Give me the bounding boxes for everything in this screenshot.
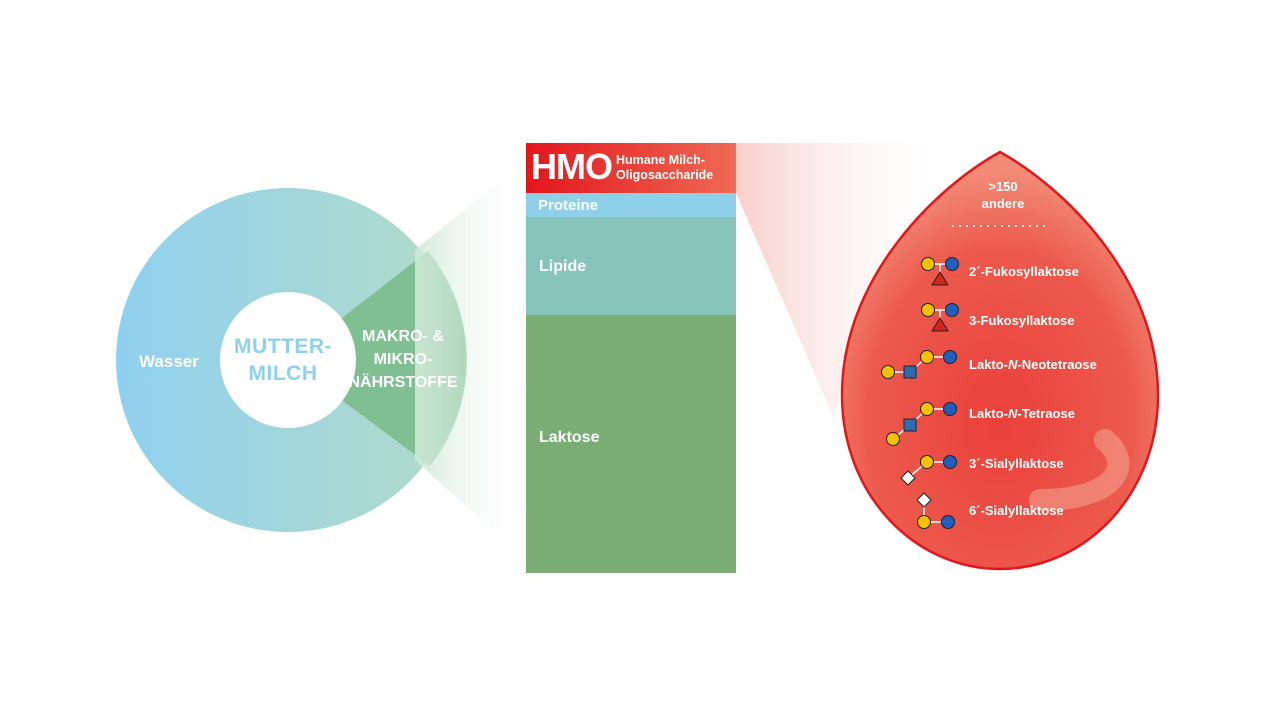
hmo-name-2-fukosyllaktose: 2´-Fukosyllaktose [969,264,1079,279]
glcnac-icon [903,418,917,432]
sialic-acid-icon [916,492,932,508]
bar-label-lipide: Lipide [539,258,587,275]
glycan-lakto-n-tetraose [886,402,957,446]
hmo-name-prefix: Lakto- [969,406,1008,421]
hmo-full-name-line1: Humane Milch- [616,153,705,167]
glycan-3-fukosyllaktose [921,303,959,332]
glycan-lakto-n-neotetraose [881,350,957,379]
bar-label-laktose: Laktose [539,429,600,446]
glucose-icon [941,515,955,529]
segment-label-naehrstoffe: MAKRO- & MIKRO- NÄHRSTOFFE [338,325,468,394]
segment-label-line2: MIKRO- [373,351,433,368]
galactose-icon [920,402,934,416]
galactose-icon [881,365,895,379]
hmo-name-lakto-n-neotetraose: Lakto-N-Neotetraose [969,357,1097,372]
drop-highlight [1029,429,1130,511]
center-label-line1: MUTTER- [234,335,332,358]
galactose-icon [917,515,931,529]
segment-label-line1: MAKRO- & [362,328,444,345]
hmo-name-n: N [1008,357,1018,372]
zoom-cone-red [736,143,958,418]
bar-proteine [526,193,736,217]
hmo-name-3-fukosyllaktose: 3-Fukosyllaktose [969,313,1075,328]
galactose-icon [886,432,900,446]
hmo-name-suffix: -Neotetraose [1017,357,1097,372]
hmo-name-suffix: -Tetraose [1017,406,1075,421]
hmo-full-name-line2: Oligosaccharide [616,168,714,182]
hmo-abbreviation: HMO [531,146,613,187]
glycan-3-sialyllaktose [900,455,957,486]
glucose-icon [945,303,959,317]
hmo-name-lakto-n-tetraose: Lakto-N-Tetraose [969,406,1075,421]
glycan-2-fukosyllaktose [921,257,959,286]
segment-label-wasser: Wasser [139,352,199,371]
zoom-cone-green [415,160,526,560]
bar-label-proteine: Proteine [538,197,599,214]
sialic-acid-icon [900,470,916,486]
bar-hmo [526,143,736,193]
galactose-icon [921,257,935,271]
glycan-6-sialyllaktose [916,492,955,529]
galactose-icon [920,350,934,364]
hmo-name-6-sialyllaktose: 6´-Sialyllaktose [969,503,1064,518]
center-label-line2: MILCH [248,362,318,385]
others-count: >150 [988,179,1018,194]
hmo-name-3-sialyllaktose: 3´-Sialyllaktose [969,456,1064,471]
fucose-icon [931,271,949,286]
galactose-icon [921,303,935,317]
center-label-muttermilch: MUTTER- MILCH [228,333,338,387]
others-word: andere [981,196,1025,211]
glcnac-icon [903,365,917,379]
hmo-name-n: N [1008,406,1018,421]
glucose-icon [943,455,957,469]
bar-lipide [526,217,736,315]
segment-label-line3: NÄHRSTOFFE [348,374,458,391]
glucose-icon [943,350,957,364]
galactose-icon [920,455,934,469]
glucose-icon [943,402,957,416]
hmo-full-name: Humane Milch- Oligosaccharide [616,153,713,183]
donut-hole [220,292,356,428]
bar-laktose [526,315,736,573]
glucose-icon [945,257,959,271]
others-count-label: >150 andere [968,178,1038,212]
hmo-name-prefix: Lakto- [969,357,1008,372]
fucose-icon [931,317,949,332]
